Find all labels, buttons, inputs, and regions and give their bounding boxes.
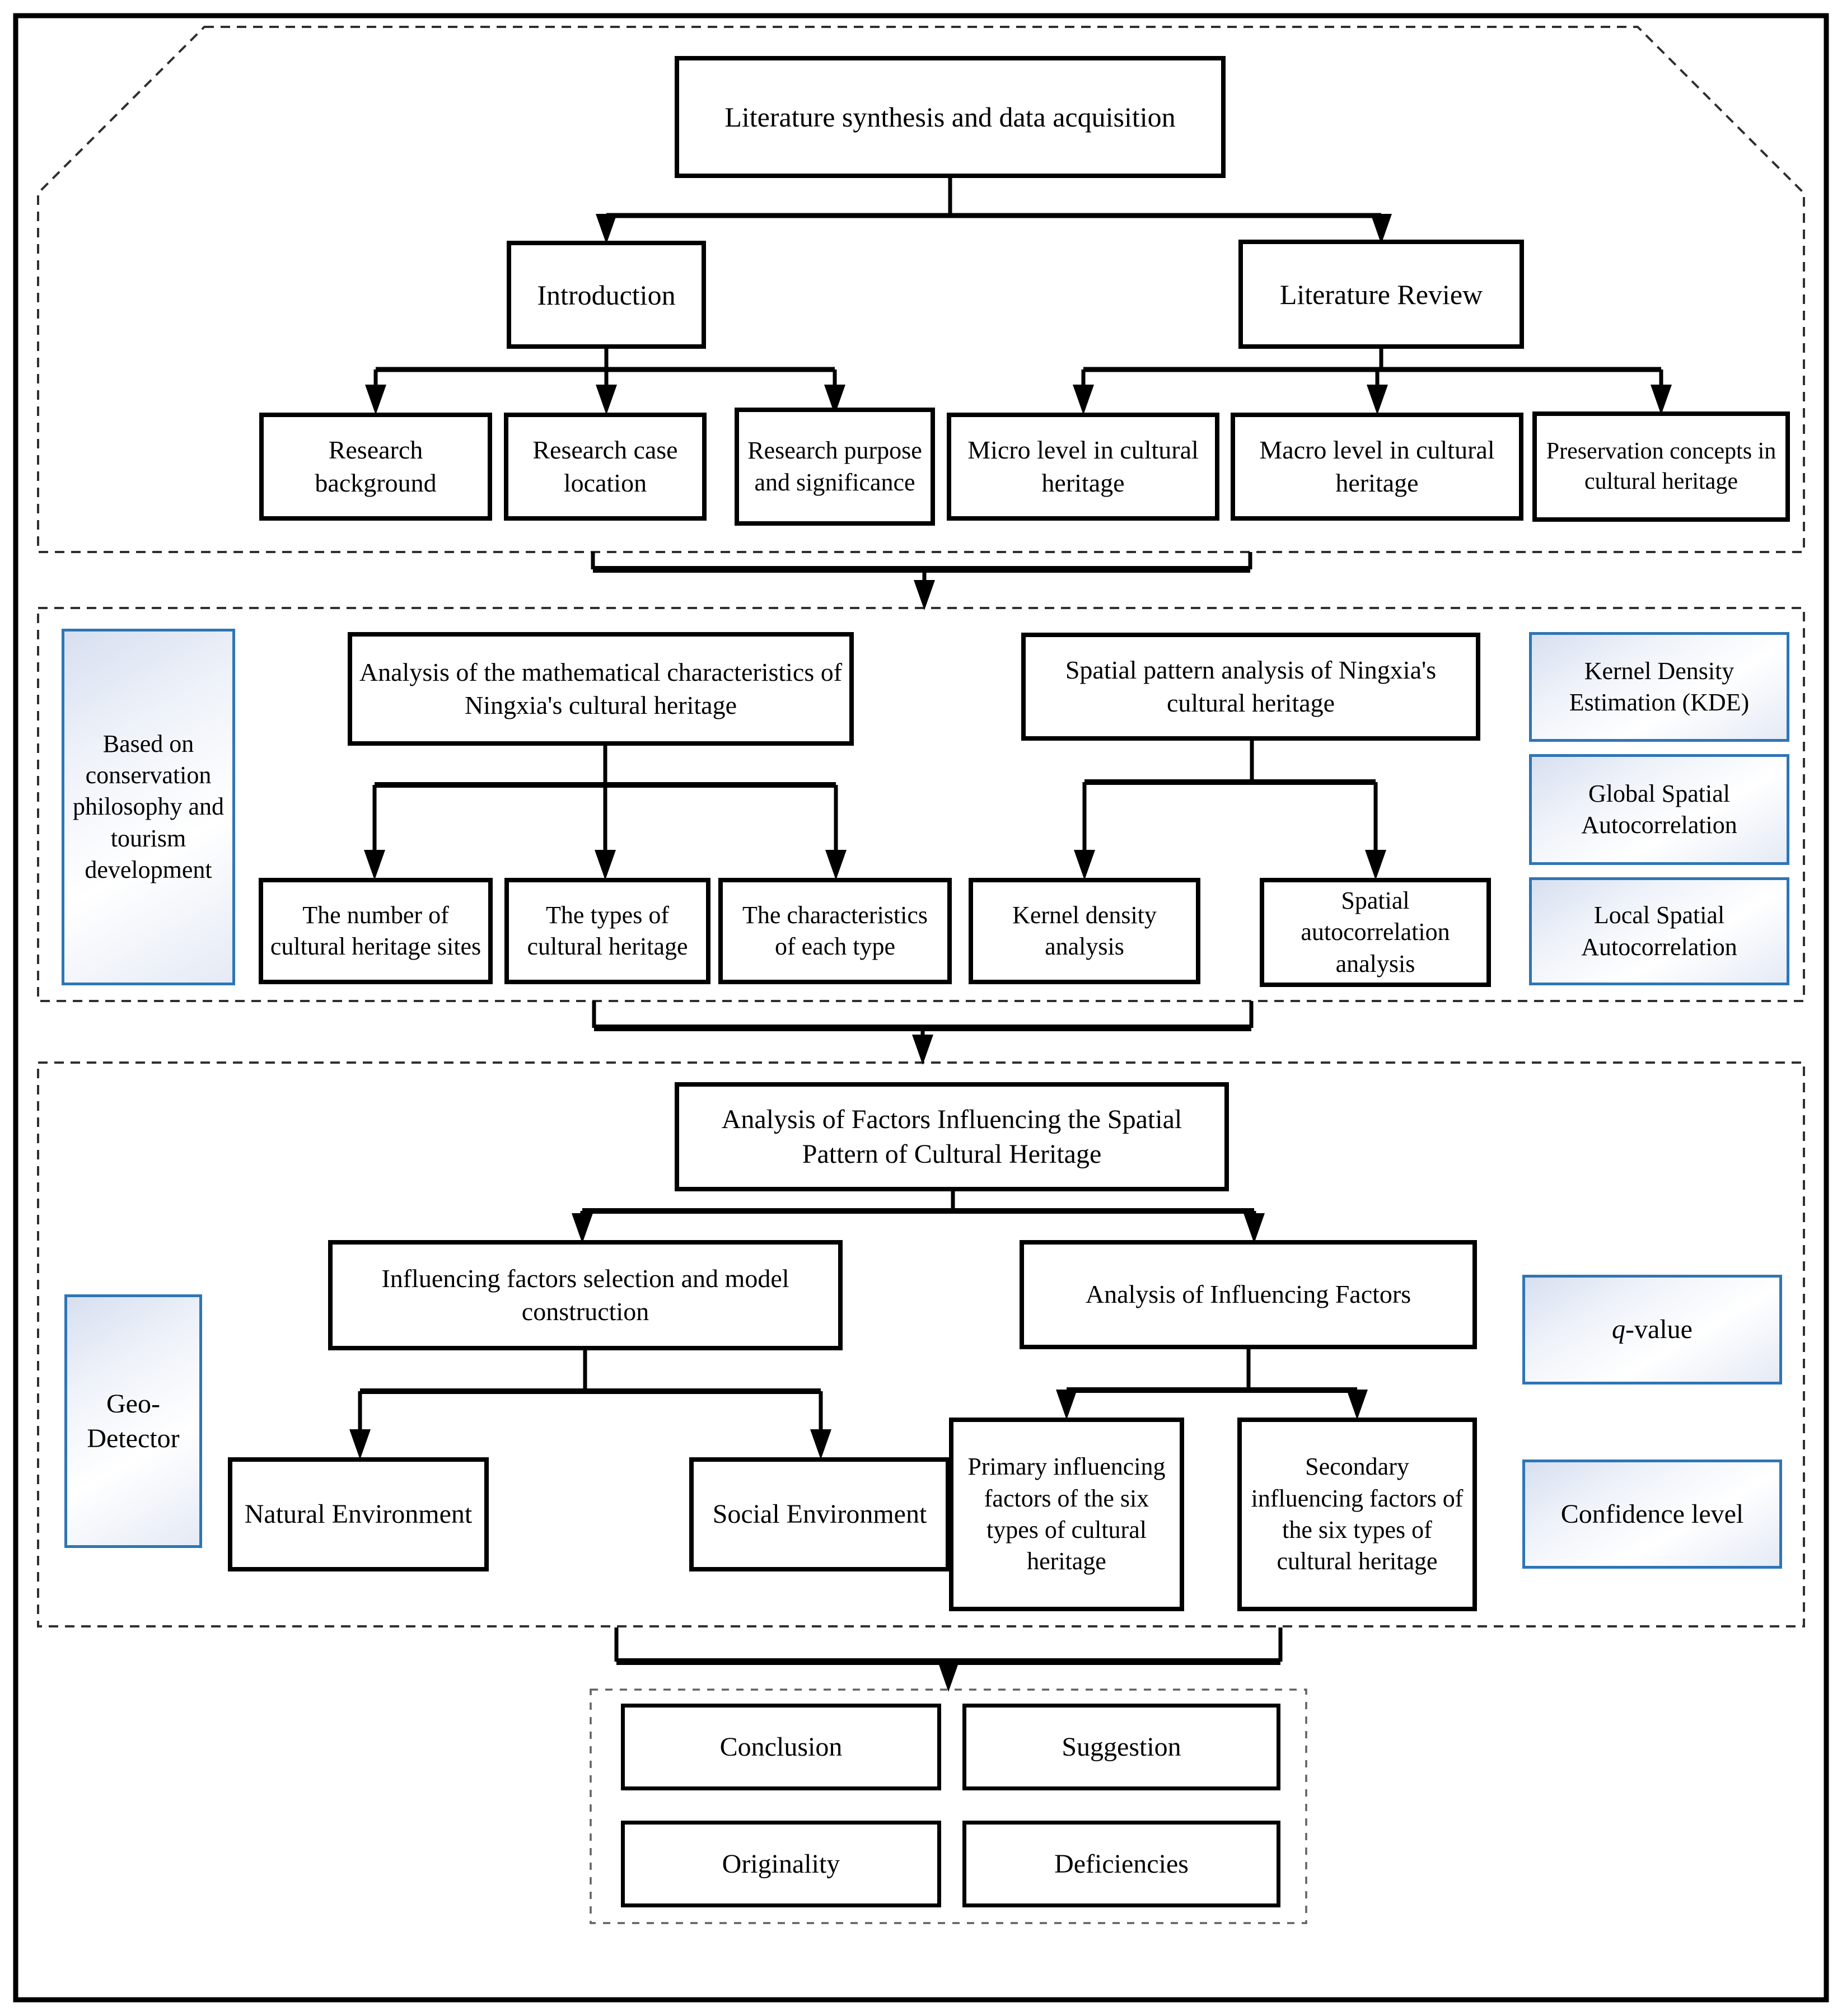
node-introduction: Introduction [507,241,706,349]
node-natural-environment: Natural Environment [228,1457,489,1571]
section2-frame [37,607,1805,1002]
section4-frame [590,1688,1307,1924]
node-characteristics-each-type: The characteristics of each type [718,878,952,984]
q-value-rest: -value [1625,1315,1693,1345]
node-literature-review: Literature Review [1238,240,1524,349]
node-originality: Originality [621,1821,941,1907]
sidebox-q-value: q-value [1522,1275,1782,1384]
node-number-of-sites: The number of cultural heritage sites [259,878,493,984]
sidebox-local-autocorrelation: Local Spatial Autocorrelation [1529,877,1789,985]
node-primary-factors: Primary influencing factors of the six t… [949,1418,1184,1611]
sidebox-kde: Kernel Density Estimation (KDE) [1529,632,1789,742]
node-preservation-concepts: Preservation concepts in cultural herita… [1532,411,1790,522]
node-analysis-influencing-factors: Analysis of Influencing Factors [1020,1240,1477,1349]
node-types-of-heritage: The types of cultural heritage [504,878,710,984]
node-research-background: Research background [259,413,492,521]
node-spatial-pattern-analysis: Spatial pattern analysis of Ningxia's cu… [1021,633,1480,741]
connector-lines [358,178,1663,1666]
node-factor-selection-model: Influencing factors selection and model … [328,1240,843,1350]
node-conclusion: Conclusion [621,1704,941,1790]
section3-frame [37,1061,1805,1627]
node-social-environment: Social Environment [689,1457,950,1571]
sidebox-geo-detector: Geo- Detector [64,1294,202,1548]
node-macro-level: Macro level in cultural heritage [1231,413,1523,521]
node-secondary-factors: Secondary influencing factors of the six… [1237,1418,1477,1611]
node-suggestion: Suggestion [962,1704,1280,1790]
node-spatial-autocorrelation-analysis: Spatial autocorrelation analysis [1260,878,1491,987]
sidebox-confidence-level: Confidence level [1522,1460,1782,1569]
sidebox-global-autocorrelation: Global Spatial Autocorrelation [1529,754,1789,865]
outer-frame [13,13,1829,2003]
section-frames [37,26,1805,1924]
node-mathematical-characteristics: Analysis of the mathematical characteris… [348,632,854,746]
node-research-case-location: Research case location [504,413,707,521]
node-micro-level: Micro level in cultural heritage [947,413,1219,521]
section1-frame [37,26,1805,553]
node-factors-influencing: Analysis of Factors Influencing the Spat… [675,1082,1229,1191]
node-research-purpose: Research purpose and significance [735,408,935,526]
q-value-italic: q [1612,1315,1626,1345]
node-kernel-density-analysis: Kernel density analysis [969,878,1200,984]
arrowheads [349,214,1672,1692]
sidebox-based-on-conservation: Based on conservation philosophy and tou… [62,629,235,985]
node-deficiencies: Deficiencies [962,1821,1280,1907]
node-literature-synthesis: Literature synthesis and data acquisitio… [675,56,1226,178]
